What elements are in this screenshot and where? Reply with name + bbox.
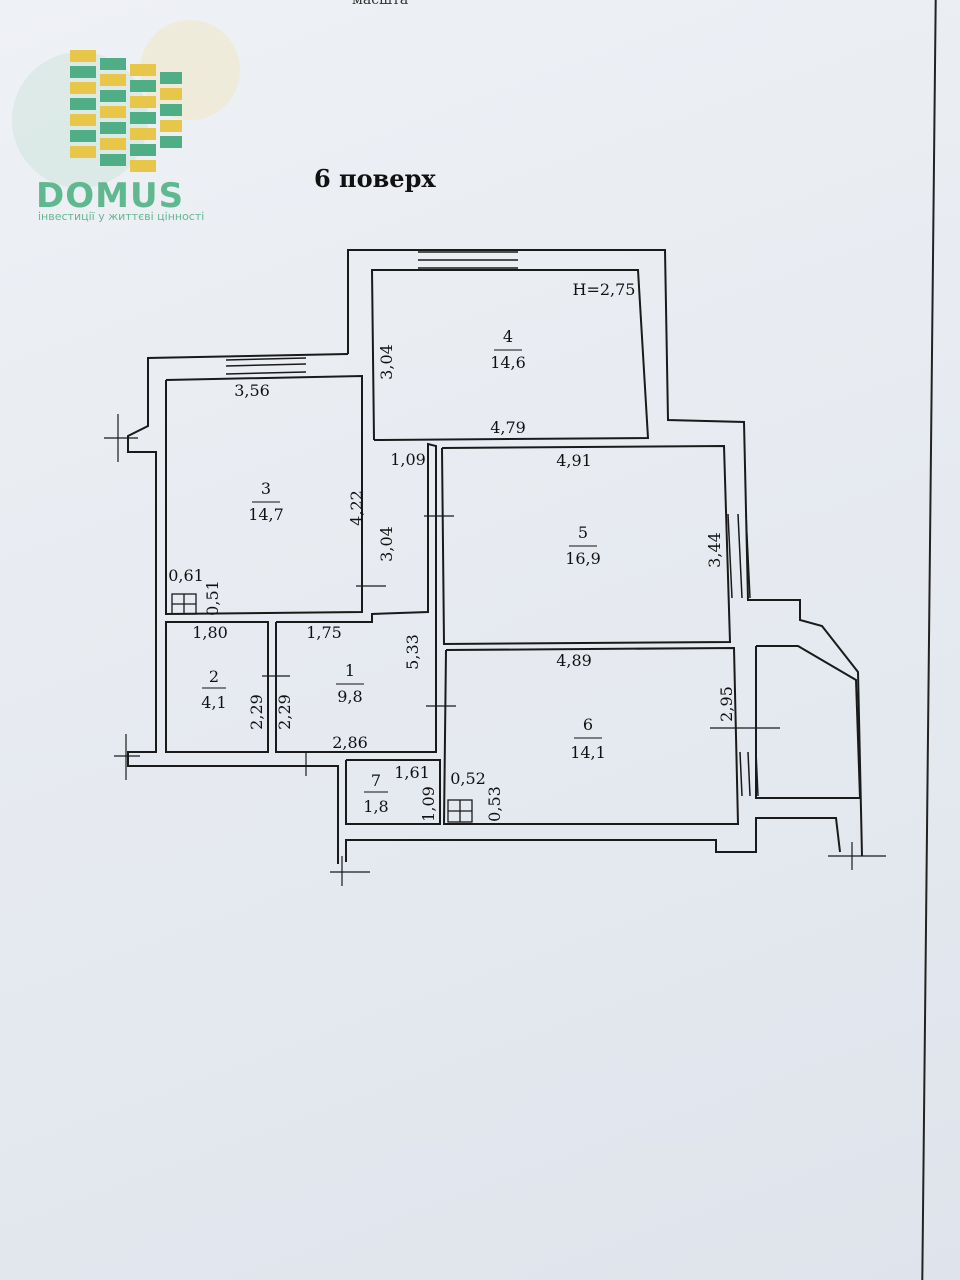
dim-r3-width: 3,56: [234, 381, 270, 400]
dim-shaft3-width: 0,61: [168, 566, 204, 585]
top-clipped-text: масшта: [352, 0, 409, 8]
room-2-area: 4,1: [201, 693, 226, 712]
room-3-number: 3: [261, 479, 271, 498]
outer-wall-left: [127, 353, 349, 864]
window-room-4: [418, 251, 518, 269]
outer-wall-bottom: [345, 817, 841, 862]
room-7-area: 1,8: [363, 797, 388, 816]
ceiling-height: H=2,75: [573, 280, 636, 299]
dim-shaft3-height: 0,51: [203, 580, 222, 616]
dim-r7-height: 1,09: [419, 786, 438, 822]
dim-r7-width: 1,61: [394, 763, 430, 782]
dim-r5-width: 4,91: [556, 451, 592, 470]
ventilation-shaft-room-3: [171, 593, 197, 615]
room-2-outline: [165, 621, 269, 753]
dim-r4-height: 3,04: [377, 344, 396, 380]
room-7-number: 7: [371, 771, 381, 790]
room-6-area: 14,1: [570, 743, 606, 762]
window-room-3: [225, 357, 307, 375]
dim-corridor-long: 5,33: [403, 634, 422, 670]
logo-name: DOMUS: [36, 176, 185, 216]
building-logo-icon: [12, 20, 240, 188]
room-5-area: 16,9: [565, 549, 601, 568]
domus-logo: DOMUS інвестиції у життєві цінності: [0, 0, 240, 240]
room-4-area: 14,6: [490, 353, 526, 372]
balcony-outline: [755, 645, 862, 799]
room-5-number: 5: [578, 523, 588, 542]
dim-r3-height: 4,22: [347, 490, 366, 526]
room-1-area: 9,8: [337, 687, 362, 706]
room-4-number: 4: [503, 327, 513, 346]
ventilation-shaft-room-6: [447, 799, 473, 823]
dim-r4-width: 4,79: [490, 418, 526, 437]
dim-r2-height: 2,29: [247, 694, 266, 730]
dim-corridor-width: 1,09: [390, 450, 426, 469]
outer-wall: [347, 249, 863, 857]
room-6-outline: [442, 646, 740, 825]
room-3-area: 14,7: [248, 505, 284, 524]
dim-r1-width-top: 1,75: [306, 623, 342, 642]
room-1-number: 1: [345, 661, 355, 680]
dim-r1-width-bottom: 2,86: [332, 733, 368, 752]
inner-wall-top: [370, 269, 650, 441]
logo-tagline: інвестиції у життєві цінності: [38, 210, 205, 223]
floor-title: 6 поверх: [314, 164, 436, 193]
room-1-outline: [275, 442, 437, 753]
dim-shaft6-width: 0,52: [450, 769, 486, 788]
inner-wall-left: [165, 374, 363, 616]
room-7-outline: [345, 759, 441, 825]
window-room-6: [739, 751, 759, 797]
dim-r1-height: 2,29: [275, 694, 294, 730]
room-2-number: 2: [209, 667, 219, 686]
dim-shaft6-height: 0,53: [485, 786, 504, 822]
room-5-outline: [441, 444, 732, 646]
dim-r5-height: 3,44: [705, 532, 724, 568]
dim-r6-height: 2,95: [717, 686, 736, 722]
dim-r6-width: 4,89: [556, 651, 592, 670]
room-6-number: 6: [583, 715, 593, 734]
window-room-5: [727, 513, 751, 599]
dim-r2-width: 1,80: [192, 623, 228, 642]
dim-corridor-height: 3,04: [377, 526, 396, 562]
